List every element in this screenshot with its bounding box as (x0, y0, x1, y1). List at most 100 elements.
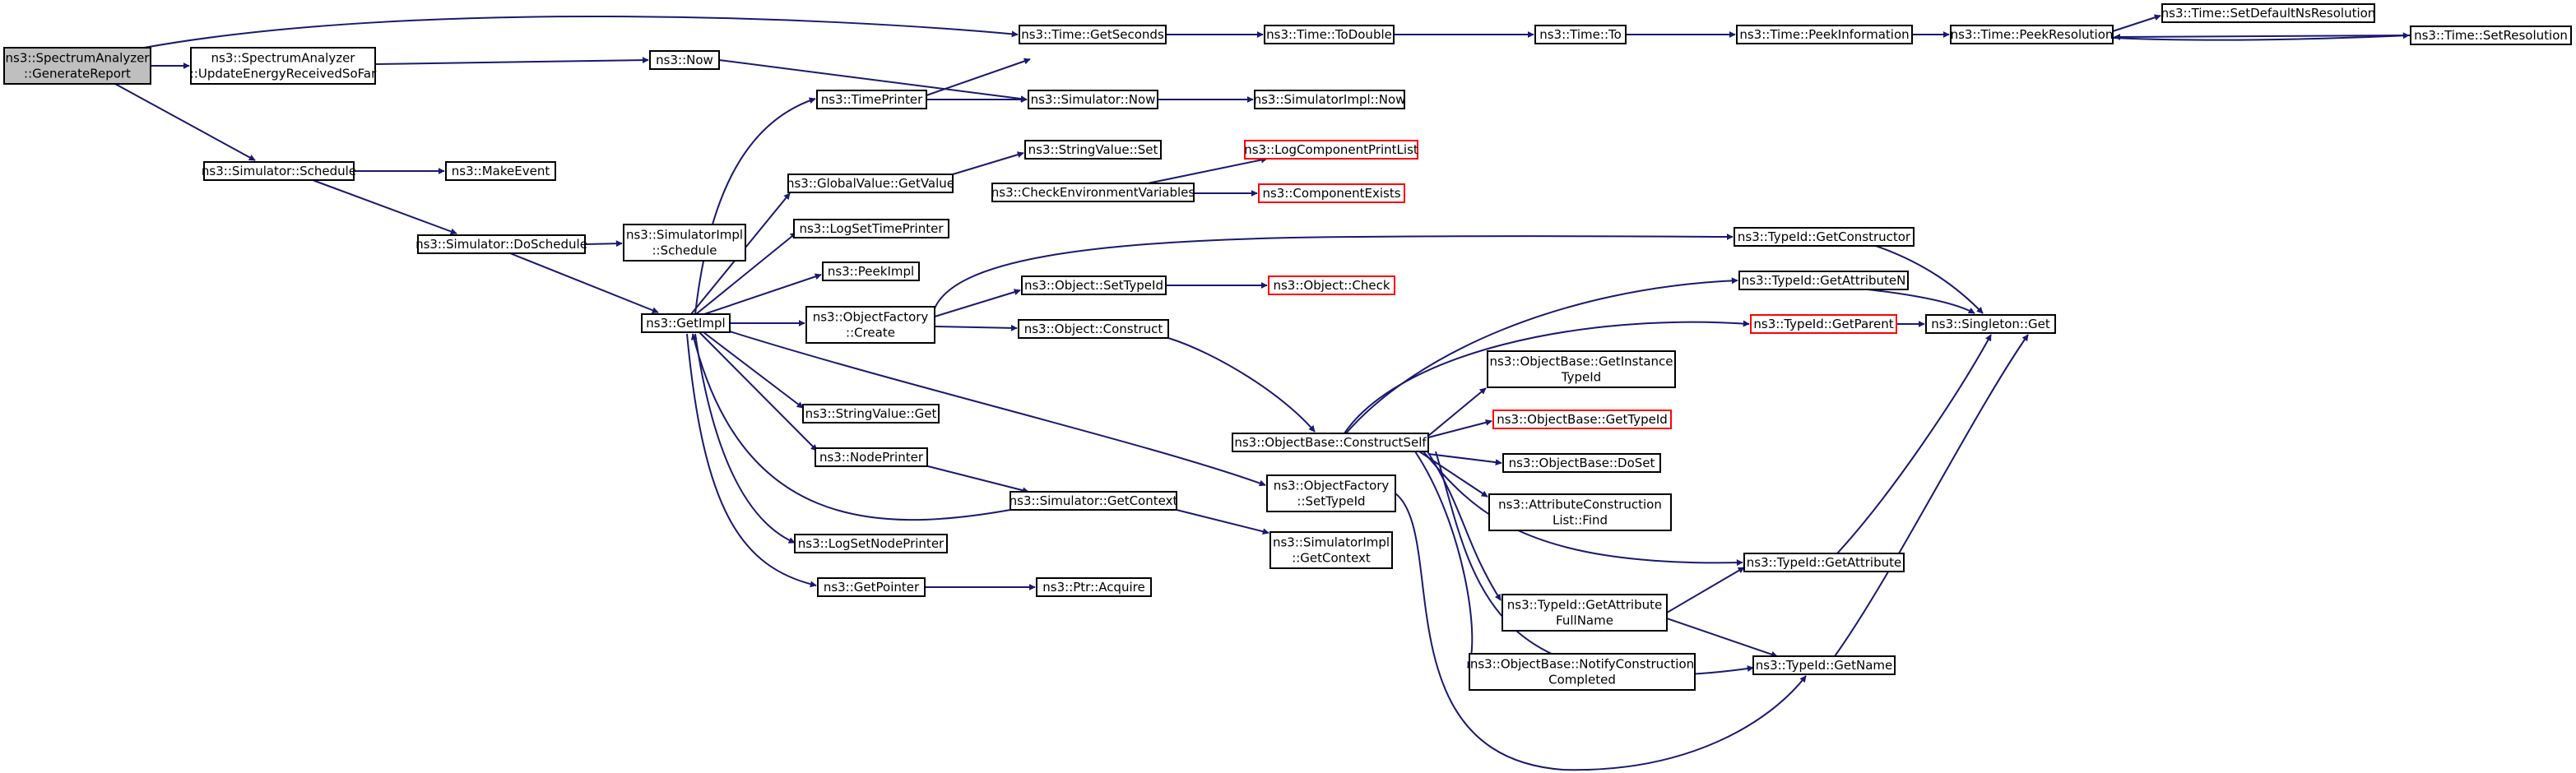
node-uers[interactable]: ns3::SpectrumAnalyzer::UpdateEnergyRecei… (190, 47, 377, 85)
node-label: ns3::ObjectBase::GetTypeId (1497, 412, 1668, 427)
node-label: ns3::Simulator::GetContext (1010, 493, 1178, 508)
node-label: ns3::ObjectBase::ConstructSelf (1234, 435, 1427, 450)
call-edge (934, 289, 1021, 317)
node-gvgetvalue[interactable]: ns3::GlobalValue::GetValue (787, 174, 954, 193)
node-obgettid[interactable]: ns3::ObjectBase::GetTypeId (1492, 410, 1672, 429)
node-implnow[interactable]: ns3::SimulatorImpl::Now (1254, 90, 1406, 109)
node-simgetctx[interactable]: ns3::Simulator::GetContext (1010, 491, 1178, 511)
node-getname[interactable]: ns3::TypeId::GetName (1752, 655, 1896, 675)
node-label: ns3::Object::SetTypeId (1024, 278, 1163, 293)
node-box (1028, 90, 1158, 109)
node-label: ns3::StringValue::Set (1028, 142, 1158, 157)
call-edge (1836, 334, 1992, 554)
node-peekimpl[interactable]: ns3::PeekImpl (822, 262, 920, 281)
call-edge (509, 252, 659, 314)
node-svset[interactable]: ns3::StringValue::Set (1024, 140, 1162, 160)
node-box (1502, 594, 1668, 632)
node-getattr[interactable]: ns3::TypeId::GetAttribute (1743, 553, 1905, 572)
node-box (3, 47, 151, 85)
call-edge (1834, 334, 2029, 657)
call-edge (926, 58, 1031, 96)
call-edge (1666, 567, 1745, 613)
node-ptracquire[interactable]: ns3::Ptr::Acquire (1036, 577, 1152, 597)
node-label: ns3::StringValue::Get (805, 406, 937, 421)
node-compexists[interactable]: ns3::ComponentExists (1258, 183, 1405, 203)
node-label: ns3::SpectrumAnalyzer (211, 51, 356, 66)
call-edge (934, 233, 1734, 309)
node-label: ns3::GlobalValue::GetValue (787, 176, 954, 191)
node-peekinfo[interactable]: ns3::Time::PeekInformation (1736, 25, 1913, 44)
node-now[interactable]: ns3::Now (649, 50, 720, 70)
node-todouble[interactable]: ns3::Time::ToDouble (1264, 25, 1395, 44)
node-label: ns3::ObjectFactory (1274, 479, 1390, 493)
node-label: ns3::Time::To (1539, 27, 1622, 42)
node-box (817, 577, 926, 597)
node-label: ns3::TimePrinter (821, 92, 923, 107)
call-edge (699, 331, 818, 451)
call-edge (1427, 451, 1502, 601)
node-getpointer[interactable]: ns3::GetPointer (817, 577, 926, 597)
node-box (1752, 655, 1896, 675)
node-box (1487, 350, 1676, 388)
node-label: ns3::TypeId::GetAttribute (1747, 555, 1901, 570)
node-label: ::SetTypeId (1297, 494, 1365, 509)
node-logsetnp[interactable]: ns3::LogSetNodePrinter (794, 534, 948, 553)
node-label: ns3::SpectrumAnalyzer (6, 51, 151, 66)
node-implgetctx[interactable]: ns3::SimulatorImpl::GetContext (1269, 531, 1393, 569)
node-checkenv[interactable]: ns3::CheckEnvironmentVariables (991, 183, 1195, 202)
call-edge (694, 97, 816, 315)
node-box (1734, 227, 1915, 247)
node-box (1258, 183, 1405, 203)
node-logsettp[interactable]: ns3::LogSetTimePrinter (793, 219, 949, 238)
node-getimpl[interactable]: ns3::GetImpl (641, 313, 731, 333)
node-objsettid[interactable]: ns3::Object::SetTypeId (1021, 275, 1167, 295)
call-edge (1143, 156, 1268, 185)
node-objcheck[interactable]: ns3::Object::Check (1268, 275, 1395, 295)
node-box (203, 161, 355, 181)
node-simnow[interactable]: ns3::Simulator::Now (1028, 90, 1158, 109)
node-dosched[interactable]: ns3::Simulator::DoSchedule (415, 234, 587, 254)
node-getparent[interactable]: ns3::TypeId::GetParent (1750, 314, 1897, 334)
node-ofsettid[interactable]: ns3::ObjectFactory::SetTypeId (1266, 474, 1396, 512)
node-implsched[interactable]: ns3::SimulatorImpl::Schedule (623, 224, 746, 262)
node-label: ns3::Now (656, 53, 713, 67)
node-sched[interactable]: ns3::Simulator::Schedule (202, 161, 356, 181)
call-edge (2112, 14, 2161, 32)
node-timeto[interactable]: ns3::Time::To (1534, 25, 1627, 44)
node-setres[interactable]: ns3::Time::SetResolution (2410, 25, 2572, 45)
node-box (1469, 653, 1696, 691)
call-edge (694, 333, 796, 544)
node-makeev[interactable]: ns3::MakeEvent (445, 161, 556, 181)
node-getseconds[interactable]: ns3::Time::GetSeconds (1019, 25, 1167, 44)
node-obnotify[interactable]: ns3::ObjectBase::NotifyConstructionCompl… (1469, 653, 1696, 691)
node-label: List::Find (1553, 513, 1608, 528)
node-singleton[interactable]: ns3::Singleton::Get (1925, 314, 2056, 334)
node-setdefns[interactable]: ns3::Time::SetDefaultNsResolution (2161, 3, 2376, 23)
node-root[interactable]: ns3::SpectrumAnalyzer::GenerateReport (3, 47, 151, 85)
node-obdoset[interactable]: ns3::ObjectBase::DoSet (1502, 453, 1661, 473)
node-box (1232, 433, 1429, 452)
node-box (1492, 410, 1672, 429)
node-box (1036, 577, 1152, 597)
node-getattrn[interactable]: ns3::TypeId::GetAttributeN (1738, 271, 1909, 290)
node-label: ns3::Simulator::Now (1031, 92, 1156, 107)
node-timeprinter[interactable]: ns3::TimePrinter (816, 90, 927, 109)
node-label: ns3::Time::GetSeconds (1021, 27, 1164, 42)
node-objconstruct[interactable]: ns3::Object::Construct (1018, 319, 1169, 339)
node-peekres[interactable]: ns3::Time::PeekResolution (1950, 25, 2114, 44)
node-ofcreate[interactable]: ns3::ObjectFactory::Create (805, 306, 935, 344)
node-svget[interactable]: ns3::StringValue::Get (802, 404, 940, 424)
call-edge (690, 333, 1011, 521)
node-box (793, 219, 949, 238)
node-nodeprinter[interactable]: ns3::NodePrinter (815, 447, 928, 467)
node-getctor[interactable]: ns3::TypeId::GetConstructor (1734, 227, 1915, 247)
node-label: ns3::AttributeConstruction (1498, 498, 1662, 512)
node-logcpl[interactable]: ns3::LogComponentPrintList (1244, 140, 1418, 160)
node-obcself[interactable]: ns3::ObjectBase::ConstructSelf (1232, 433, 1429, 452)
call-edge (584, 240, 623, 248)
node-box (1736, 25, 1913, 44)
